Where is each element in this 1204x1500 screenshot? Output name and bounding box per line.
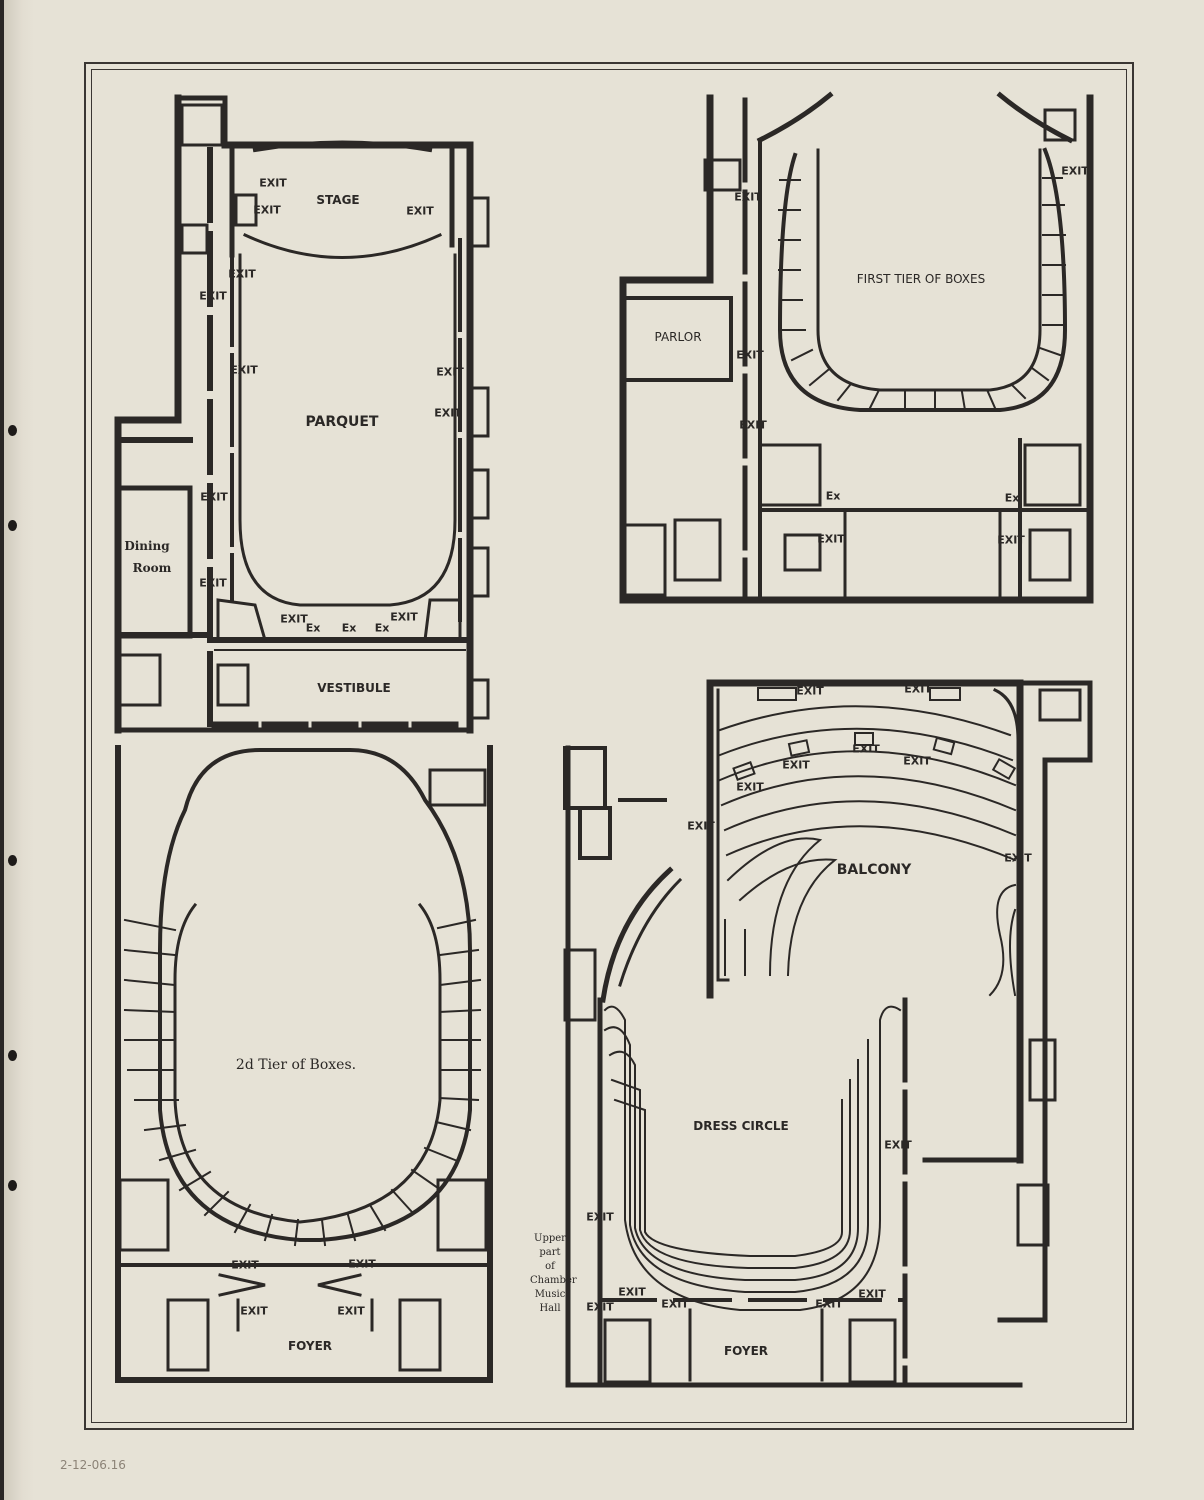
exit-label: Exit	[390, 610, 418, 624]
binding-hole	[8, 425, 17, 436]
stage-label: Stage	[316, 193, 360, 207]
exit-label: Exit	[231, 1258, 259, 1272]
first-tier-title: First Tier of Boxes	[856, 272, 986, 286]
exit-label: Exit	[434, 406, 462, 420]
exit-label: Exit	[228, 267, 256, 281]
exit-label: Exit	[348, 1257, 376, 1271]
dining-label: Dining	[124, 539, 170, 553]
chamber-music-hall-note: Upper part of Chamber Music Hall	[530, 1232, 577, 1316]
exit-label: Exit	[337, 1304, 365, 1318]
exit-label: Exit	[230, 363, 258, 377]
archive-annotation: 2-12-06.16	[60, 1458, 126, 1472]
exit-label: Exit	[406, 204, 434, 218]
exit-label: Exit	[858, 1287, 886, 1301]
exit-label: Exit	[618, 1285, 646, 1299]
foyer-label: Foyer	[287, 1339, 333, 1353]
dress-circle-title: Dress Circle	[693, 1119, 789, 1133]
exit-label: Exit	[903, 754, 931, 768]
ex-label: Ex	[1004, 491, 1020, 505]
note-line: of	[545, 1261, 555, 1272]
second-tier-plan	[115, 745, 493, 1383]
exit-label: Exit	[586, 1210, 614, 1224]
exit-label: Exit	[1004, 851, 1032, 865]
page-border-outer	[84, 62, 1134, 1430]
first-tier-plan	[619, 91, 1094, 604]
ex-label: Ex	[305, 621, 321, 635]
exit-label: Exit	[259, 176, 287, 190]
exit-label: Exit	[199, 289, 227, 303]
exit-label: Exit	[739, 418, 767, 432]
exit-label: Exit	[817, 532, 845, 546]
exit-label: Exit	[253, 203, 281, 217]
exit-label: Exit	[796, 684, 824, 698]
exit-label: Exit	[280, 612, 308, 626]
vestibule-label: Vestibule	[317, 681, 391, 695]
exit-label: Exit	[815, 1297, 843, 1311]
binding-hole	[8, 1180, 17, 1191]
ex-label: Ex	[374, 621, 390, 635]
exit-label: Exit	[736, 348, 764, 362]
page-border-inner	[91, 69, 1127, 1423]
parquet-title: Parquet	[305, 414, 379, 430]
binding-hole	[8, 520, 17, 531]
exit-label: Exit	[1061, 164, 1089, 178]
exit-label: Exit	[852, 742, 880, 756]
exit-label: Exit	[904, 682, 932, 696]
exit-label: Exit	[734, 190, 762, 204]
exit-label: Exit	[661, 1297, 689, 1311]
dining-room-label: Room	[132, 561, 172, 575]
balcony-dress-circle-plan	[563, 679, 1093, 1388]
second-tier-title: 2d Tier of Boxes.	[235, 1057, 357, 1073]
exit-label: Exit	[997, 533, 1025, 547]
note-line: Music	[534, 1289, 566, 1300]
parquet-plan	[114, 94, 490, 734]
note-line: Hall	[539, 1303, 561, 1314]
exit-label: Exit	[736, 780, 764, 794]
exit-label: Exit	[687, 819, 715, 833]
parlor-label: Parlor	[654, 330, 702, 344]
exit-label: Exit	[199, 576, 227, 590]
exit-label: Exit	[884, 1138, 912, 1152]
note-line: Chamber	[530, 1275, 577, 1286]
foyer-label: Foyer	[723, 1344, 769, 1358]
binding-hole	[8, 855, 17, 866]
exit-label: Exit	[200, 490, 228, 504]
exit-label: Exit	[240, 1304, 268, 1318]
exit-label: Exit	[586, 1300, 614, 1314]
ex-label: Ex	[825, 489, 841, 503]
balcony-title: Balcony	[836, 862, 912, 878]
note-line: Upper part	[534, 1233, 566, 1258]
exit-label: Exit	[436, 365, 464, 379]
binding-edge	[4, 0, 34, 1500]
exit-label: Exit	[782, 758, 810, 772]
binding-hole	[8, 1050, 17, 1061]
ex-label: Ex	[341, 621, 357, 635]
